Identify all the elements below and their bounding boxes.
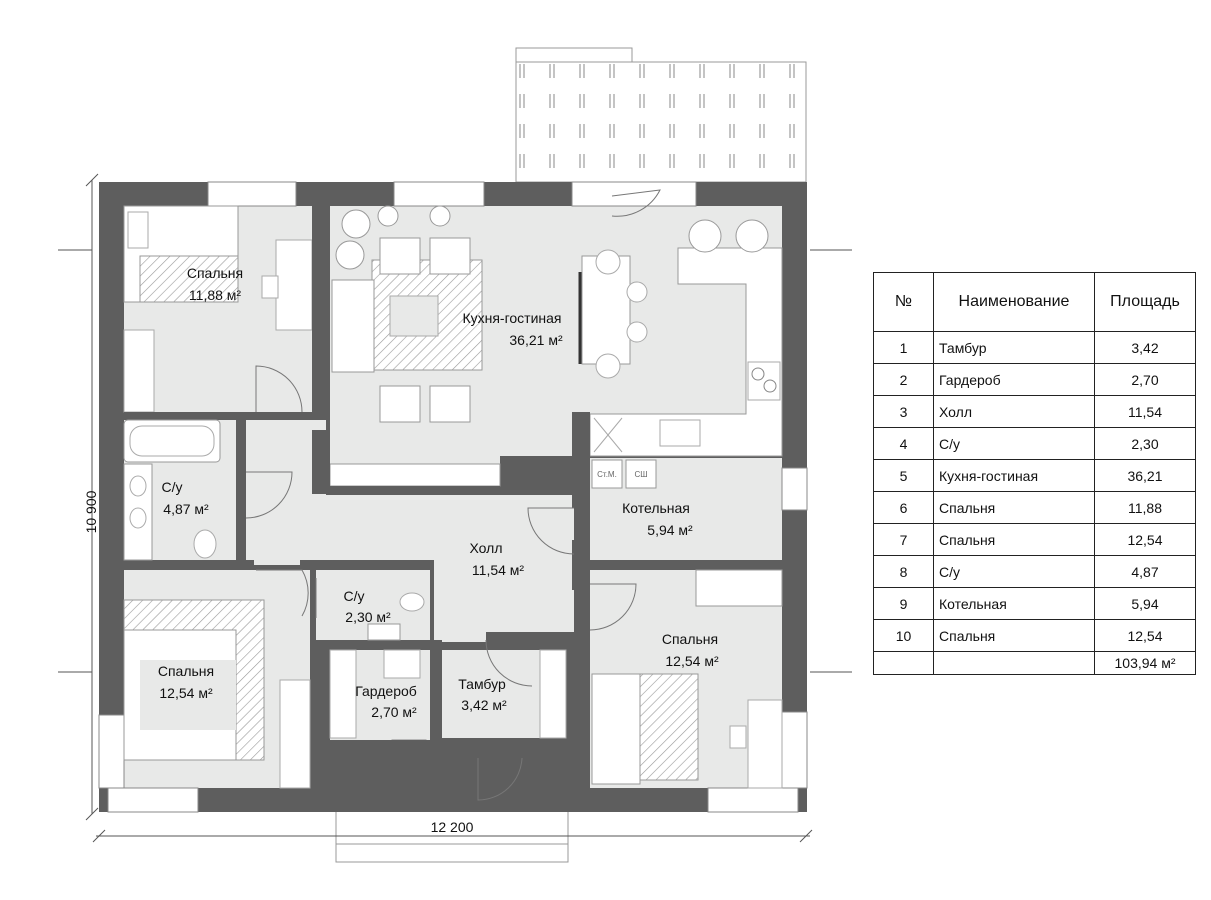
room-labels: Спальня 11,88 м² Кухня-гостиная 36,21 м²… (158, 265, 719, 720)
row-name: Кухня-гостиная (933, 459, 1095, 492)
room-name-wardrobe: Гардероб (355, 683, 417, 699)
row-name: Холл (933, 395, 1095, 428)
kitchen-counters (329, 219, 783, 487)
table-row: 1 Тамбур 3,42 (873, 331, 1196, 364)
row-number: 1 (873, 331, 934, 364)
door-swings (245, 189, 661, 801)
row-number: 4 (873, 427, 934, 460)
room-area-bedroom-nw: 11,88 м² (189, 287, 242, 303)
row-number: 6 (873, 491, 934, 524)
row-area: 12,54 (1094, 619, 1196, 652)
bathroom-large-fixtures (123, 419, 221, 561)
washing-machine-label: Ст.М. (597, 470, 617, 479)
room-area-hall: 11,54 м² (472, 562, 525, 578)
table-row: 8 С/у 4,87 (873, 555, 1196, 588)
room-name-bathroom-large: С/у (162, 479, 183, 495)
total-number-empty (873, 651, 934, 675)
header-name: Наименование (933, 272, 1095, 332)
total-area: 103,94 м² (1094, 651, 1196, 675)
room-area-vestibule: 3,42 м² (461, 697, 507, 713)
bedroom-se-furniture (591, 569, 783, 789)
table-row: 2 Гардероб 2,70 (873, 363, 1196, 396)
room-name-bedroom-se: Спальня (662, 631, 718, 647)
row-area: 5,94 (1094, 587, 1196, 620)
bathroom-small-fixtures (367, 592, 425, 641)
living-furniture (331, 205, 648, 423)
boiler-appliances: Ст.М. СШ (591, 459, 657, 489)
room-area-bathroom-small: 2,30 м² (345, 609, 391, 625)
header-number: № (873, 272, 934, 332)
row-number: 5 (873, 459, 934, 492)
row-name: Спальня (933, 523, 1095, 556)
room-name-kitchen-living: Кухня-гостиная (462, 310, 561, 326)
header-area: Площадь (1094, 272, 1196, 332)
table-header-row: № Наименование Площадь (873, 272, 1196, 332)
row-area: 4,87 (1094, 555, 1196, 588)
room-name-bedroom-nw: Спальня (187, 265, 243, 281)
bedroom-nw-furniture (123, 205, 313, 413)
room-area-bedroom-se: 12,54 м² (665, 653, 719, 669)
row-area: 11,88 (1094, 491, 1196, 524)
row-area: 2,70 (1094, 363, 1196, 396)
row-number: 9 (873, 587, 934, 620)
row-area: 3,42 (1094, 331, 1196, 364)
row-name: Спальня (933, 619, 1095, 652)
room-name-bedroom-sw: Спальня (158, 663, 214, 679)
floor-plan: Ст.М. СШ Спальня 11,88 м² Ку (58, 47, 852, 863)
room-name-hall: Холл (470, 540, 503, 556)
closets (329, 649, 567, 739)
room-name-boiler: Котельная (622, 500, 690, 516)
table-row: 5 Кухня-гостиная 36,21 (873, 459, 1196, 492)
row-name: С/у (933, 555, 1095, 588)
total-name-empty (933, 651, 1095, 675)
dimension-width: 12 200 (431, 819, 474, 835)
table-row: 9 Котельная 5,94 (873, 587, 1196, 620)
interior-walls (124, 182, 782, 788)
windows (98, 181, 808, 813)
room-area-bedroom-sw: 12,54 м² (159, 685, 213, 701)
table-row: 7 Спальня 12,54 (873, 523, 1196, 556)
table-total-row: 103,94 м² (873, 651, 1196, 675)
table-row: 3 Холл 11,54 (873, 395, 1196, 428)
room-name-vestibule: Тамбур (458, 676, 506, 692)
row-area: 36,21 (1094, 459, 1196, 492)
terrace (515, 47, 807, 183)
bedroom-sw-furniture (123, 599, 311, 789)
row-number: 7 (873, 523, 934, 556)
dimension-lines (58, 173, 852, 843)
row-name: Тамбур (933, 331, 1095, 364)
room-area-wardrobe: 2,70 м² (371, 704, 417, 720)
row-number: 3 (873, 395, 934, 428)
room-name-bathroom-small: С/у (344, 588, 365, 604)
table-row: 6 Спальня 11,88 (873, 491, 1196, 524)
row-number: 10 (873, 619, 934, 652)
table-row: 4 С/у 2,30 (873, 427, 1196, 460)
row-name: Котельная (933, 587, 1095, 620)
room-area-bathroom-large: 4,87 м² (163, 501, 209, 517)
row-area: 12,54 (1094, 523, 1196, 556)
dryer-label: СШ (634, 470, 647, 479)
room-area-table: № Наименование Площадь 1 Тамбур 3,42 2 Г… (873, 272, 1196, 675)
row-name: С/у (933, 427, 1095, 460)
row-number: 2 (873, 363, 934, 396)
table-row: 10 Спальня 12,54 (873, 619, 1196, 652)
row-area: 2,30 (1094, 427, 1196, 460)
row-area: 11,54 (1094, 395, 1196, 428)
row-name: Спальня (933, 491, 1095, 524)
dimension-height: 10 900 (83, 490, 99, 533)
room-area-kitchen-living: 36,21 м² (509, 332, 563, 348)
room-area-boiler: 5,94 м² (647, 522, 693, 538)
row-name: Гардероб (933, 363, 1095, 396)
row-number: 8 (873, 555, 934, 588)
